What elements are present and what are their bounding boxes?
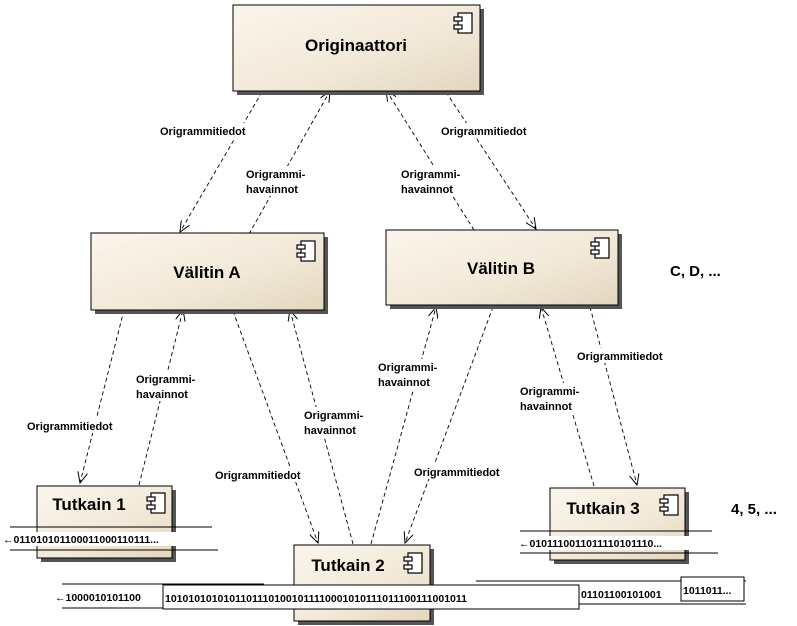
label-observations-s2b-line2: havainnot: [378, 377, 430, 389]
label-metadata-originator-a: Origrammitiedot: [160, 126, 246, 138]
bitstream-left-text: ←1000010101100: [55, 592, 141, 604]
bitstream-text: ←0101110011011110101110...: [519, 538, 662, 550]
edge-sensor-1-to-broker-a: [138, 310, 183, 486]
bitstream-sensor-3: ←0101110011011110101110...: [518, 530, 718, 554]
edge-broker-a-to-sensor-2: [232, 310, 318, 543]
sensor-1-component: Tutkain 1: [36, 485, 176, 562]
broker-a-title: Välitin A: [173, 263, 240, 282]
bitstream-sensor-1: ←011010101100011000110111...: [2, 526, 218, 551]
label-observations-s2a-line1: Origrammi-: [304, 410, 364, 422]
edge-broker-a-to-originator: [248, 91, 330, 235]
bitstream-main-text: 1010101010101101110100101111000101011101…: [165, 593, 467, 605]
sensor-3-title: Tutkain 3: [566, 499, 639, 518]
label-metadata-b-s3: Origrammitiedot: [577, 351, 663, 363]
bitstream-right-text-b: 1011011...: [683, 585, 732, 597]
label-observations-s2a-line2: havainnot: [304, 425, 356, 437]
label-observations-s2b-line1: Origrammi-: [378, 362, 438, 374]
label-metadata-b-s2: Origrammitiedot: [414, 467, 500, 479]
edge-broker-b-to-sensor-2: [405, 306, 494, 543]
originator-component: Originaattori: [232, 4, 484, 95]
broker-b-component: Välitin B: [385, 229, 622, 309]
edge-sensor-2-to-broker-b: [370, 307, 436, 545]
edge-broker-b-to-sensor-3: [589, 306, 637, 485]
edge-originator-to-broker-a: [180, 91, 263, 232]
label-observations-b-line2: havainnot: [401, 184, 453, 196]
label-observations-a-line1: Origrammi-: [246, 169, 306, 181]
more-sensors-label: 4, 5, ...: [731, 501, 777, 518]
sensor-1-title: Tutkain 1: [52, 495, 125, 514]
bitstream-right-text-a: 01101100101001: [581, 589, 662, 601]
label-observations-b-line1: Origrammi-: [401, 169, 461, 181]
edges: [80, 90, 637, 544]
label-metadata-a-s1: Origrammitiedot: [27, 421, 113, 433]
edge-broker-a-to-sensor-1: [80, 309, 125, 483]
bitstream-text: ←011010101100011000110111...: [3, 534, 159, 546]
label-observations-a-line2: havainnot: [246, 184, 298, 196]
edge-labels: Origrammitiedot Origrammi- havainnot Ori…: [25, 123, 685, 482]
label-metadata-originator-b: Origrammitiedot: [441, 126, 527, 138]
label-observations-s3-line1: Origrammi-: [520, 386, 580, 398]
bitstream-sensor-2: ←1000010101100 1010101010101101110100101…: [54, 576, 746, 610]
edge-broker-b-to-originator: [386, 90, 475, 231]
broker-b-title: Välitin B: [467, 259, 535, 278]
sensor-2-title: Tutkain 2: [311, 556, 384, 575]
label-observations-s3-line2: havainnot: [520, 401, 572, 413]
originator-title: Originaattori: [305, 36, 407, 55]
more-brokers-label: C, D, ...: [670, 263, 721, 280]
edge-originator-to-broker-b: [445, 91, 536, 229]
broker-a-component: Välitin A: [90, 232, 328, 314]
label-metadata-a-s2: Origrammitiedot: [215, 470, 301, 482]
label-observations-s1-line1: Origrammi-: [136, 374, 196, 386]
label-observations-s1-line2: havainnot: [136, 389, 188, 401]
